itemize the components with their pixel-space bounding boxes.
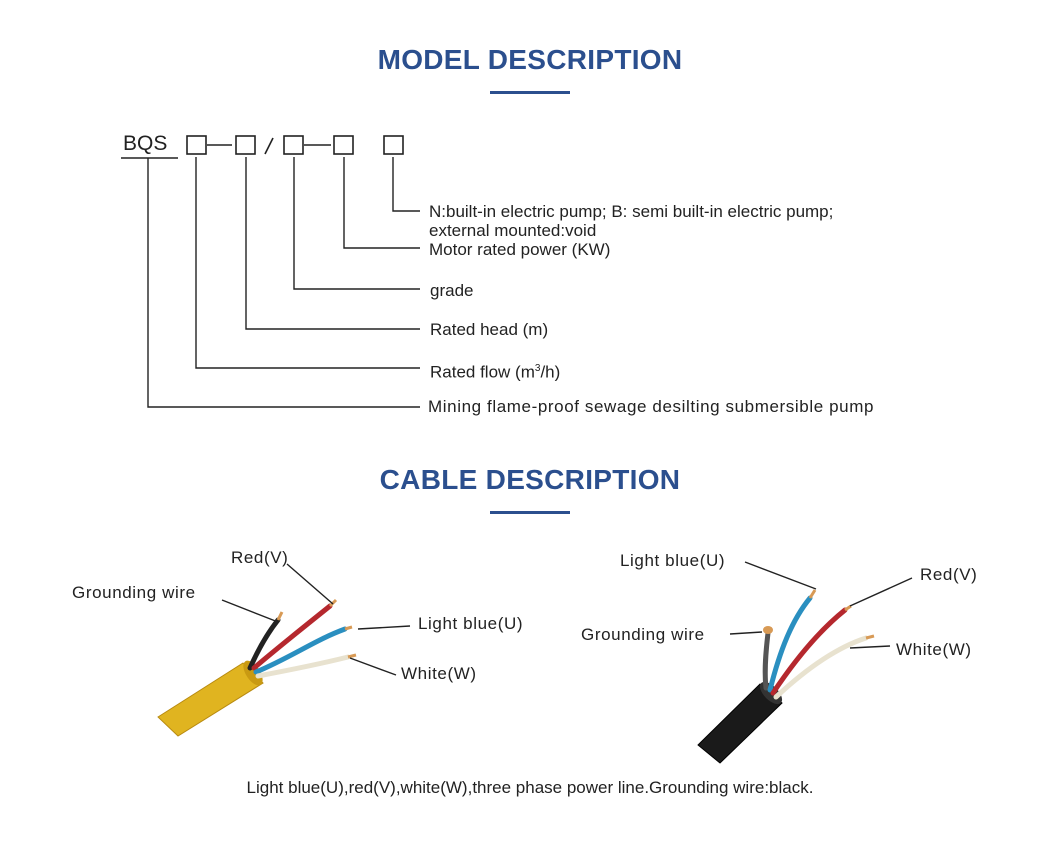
right-label-white: White(W) <box>896 640 972 659</box>
label-pump-type-line2: external mounted:void <box>429 221 597 240</box>
label-pump-name: Mining flame-proof sewage desilting subm… <box>428 397 875 416</box>
label-rated-head: Rated head (m) <box>430 320 549 339</box>
label-pump-type-line1: N:built-in electric pump; B: semi built-… <box>429 202 834 221</box>
model-description-heading: MODEL DESCRIPTION <box>377 44 683 75</box>
code-box-head <box>235 135 256 155</box>
leader-rated-flow <box>195 157 420 369</box>
right-label-red: Red(V) <box>920 565 978 584</box>
left-label-red: Red(V) <box>231 548 289 567</box>
leader-pump-type <box>392 157 420 212</box>
left-wire-grounding <box>247 617 281 671</box>
left-leader-red <box>286 563 334 605</box>
right-leader-ground <box>729 631 763 635</box>
right-wire-grounding <box>762 630 771 691</box>
left-wire-red <box>251 603 333 671</box>
leader-pump-name <box>147 158 420 408</box>
leader-rated-head <box>245 157 420 330</box>
cable-description-heading: CABLE DESCRIPTION <box>379 464 681 495</box>
label-grade: grade <box>430 281 474 300</box>
rated-flow-superscript: 3 <box>534 363 541 374</box>
left-leader-white <box>349 657 397 676</box>
code-separator-slash <box>264 137 274 155</box>
code-box-grade <box>283 135 304 155</box>
right-leader-blue <box>744 561 817 590</box>
left-wire-blue <box>253 626 348 675</box>
left-label-blue: Light blue(U) <box>418 614 524 633</box>
right-wire-grounding-copper <box>763 626 773 634</box>
right-leader-red <box>849 577 913 607</box>
left-leader-ground <box>221 599 279 623</box>
label-motor-power: Motor rated power (KW) <box>429 240 611 259</box>
label-rated-flow: Rated flow (m3/h) <box>430 359 560 382</box>
right-wire-red <box>770 607 848 696</box>
left-cable-jacket <box>157 662 264 737</box>
code-box-power <box>333 135 354 155</box>
model-heading-underline <box>490 91 570 94</box>
left-wire-white <box>255 654 351 679</box>
right-wire-white-copper <box>865 634 875 640</box>
left-leader-blue <box>357 625 411 630</box>
left-wire-grounding-copper <box>276 611 284 621</box>
right-wire-blue <box>767 595 813 693</box>
code-box-flow <box>186 135 207 155</box>
right-label-blue: Light blue(U) <box>620 551 726 570</box>
left-wire-red-copper <box>328 598 338 608</box>
leader-motor-power <box>343 157 420 249</box>
right-cable-illustration <box>697 561 913 764</box>
right-wire-blue-copper <box>808 589 817 599</box>
left-wire-blue-copper <box>344 625 353 631</box>
right-label-grounding: Grounding wire <box>581 625 705 644</box>
left-cable-illustration <box>157 563 411 737</box>
left-label-grounding: Grounding wire <box>72 583 196 602</box>
rated-flow-text: Rated flow (m <box>430 362 535 382</box>
model-code-prefix: BQS <box>123 132 168 155</box>
right-cable-jacket <box>697 683 783 764</box>
code-box-type <box>383 135 404 155</box>
right-wire-white <box>773 635 869 700</box>
rated-flow-unit: /h) <box>540 362 561 382</box>
right-leader-white <box>849 645 891 649</box>
cable-footer-note: Light blue(U),red(V),white(W),three phas… <box>246 778 814 797</box>
left-wire-white-copper <box>347 653 357 659</box>
left-label-white: White(W) <box>401 664 477 683</box>
right-wire-red-copper <box>844 604 852 612</box>
leader-grade <box>293 157 420 290</box>
cable-heading-underline <box>490 511 570 514</box>
